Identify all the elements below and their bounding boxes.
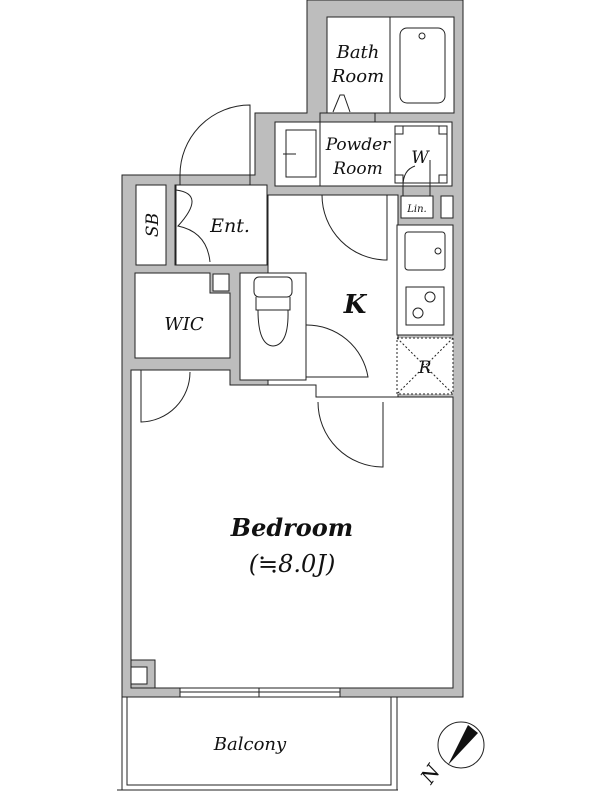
powder-room xyxy=(274,121,453,187)
entrance-label: Ent. xyxy=(209,215,250,237)
bedroom-door-icon xyxy=(317,401,384,468)
linen-closet xyxy=(400,195,434,219)
stove-icon xyxy=(405,286,445,326)
wic-label: WIC xyxy=(164,314,204,335)
walk-in-closet xyxy=(134,272,231,359)
bath-label: Bath xyxy=(336,42,380,63)
shoe-box xyxy=(135,184,167,266)
bath-label-2: Room xyxy=(331,66,384,87)
bedroom-label: Bedroom xyxy=(230,513,353,542)
kitchen-label: K xyxy=(343,290,368,320)
linen-label: Lin. xyxy=(406,204,426,215)
powder-label: Powder xyxy=(325,135,391,155)
compass-icon: N xyxy=(415,721,485,789)
bathtub-icon xyxy=(399,27,446,104)
toilet-icon xyxy=(253,276,293,298)
bedroom-size-label: (≒8.0J) xyxy=(249,550,336,578)
kitchen-sink-icon xyxy=(404,231,446,271)
sb-label: SB xyxy=(143,213,163,237)
washer-label: W xyxy=(411,148,430,168)
powder-label-2: Room xyxy=(332,159,382,179)
wic-door-icon xyxy=(140,370,191,423)
washer-icon xyxy=(394,125,448,184)
bath-door-icon xyxy=(332,94,351,113)
balcony-label: Balcony xyxy=(213,734,287,755)
fridge-label: R xyxy=(418,358,432,378)
entrance xyxy=(174,184,268,266)
compass-north-label: N xyxy=(415,759,446,789)
front-door-icon xyxy=(179,104,251,185)
toilet-door-icon xyxy=(305,324,369,378)
toilet-room xyxy=(239,272,307,381)
powder-door-icon xyxy=(321,194,388,261)
